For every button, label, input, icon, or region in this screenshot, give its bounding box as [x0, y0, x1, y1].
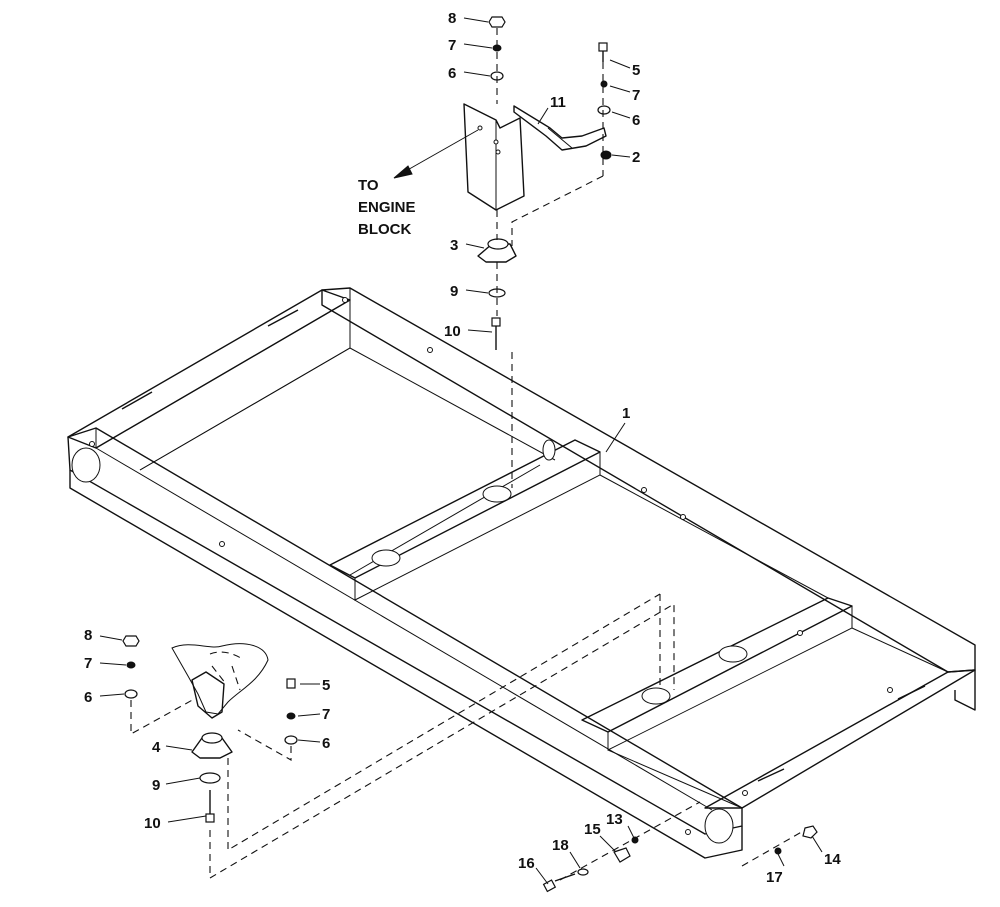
- washer-icon: [124, 689, 138, 699]
- note-line: BLOCK: [358, 221, 411, 238]
- callout-8: 8: [84, 627, 92, 644]
- nut-icon: [122, 635, 140, 647]
- callout-13: 13: [606, 811, 623, 828]
- strap-bracket: [513, 105, 607, 151]
- frame-end-member: [67, 289, 351, 449]
- note-line: TO: [358, 177, 379, 194]
- callout-5: 5: [322, 677, 330, 694]
- frame-end-member: [704, 669, 976, 809]
- callout-1: 1: [622, 405, 630, 422]
- callout-labels: 8 7 6 5 7 6 2 11 3 9 10 1 8 7 6 4 9 10 5…: [84, 10, 841, 886]
- callout-6: 6: [322, 735, 330, 752]
- upper-engine-mount: [393, 16, 612, 488]
- callout-18: 18: [552, 837, 569, 854]
- nut-icon: [802, 825, 818, 839]
- rail-end-hole: [71, 447, 101, 483]
- callout-8: 8: [448, 10, 456, 27]
- callout-6: 6: [84, 689, 92, 706]
- callout-16: 16: [518, 855, 535, 872]
- lockwasher-icon: [126, 661, 136, 669]
- callout-6: 6: [632, 112, 640, 129]
- note-line: ENGINE: [358, 199, 416, 216]
- engine-bracket: [463, 103, 525, 211]
- callout-7: 7: [448, 37, 456, 54]
- callout-14: 14: [824, 851, 841, 868]
- frame-back-rail: [321, 287, 976, 673]
- callout-3: 3: [450, 237, 458, 254]
- callout-9: 9: [450, 283, 458, 300]
- washer-icon: [597, 105, 611, 115]
- callout-7: 7: [322, 706, 330, 723]
- side-hardware: [542, 801, 818, 893]
- callout-17: 17: [766, 869, 783, 886]
- engine-bracket: [191, 671, 225, 719]
- frame: [67, 287, 976, 859]
- leader-lines: [99, 17, 823, 885]
- callout-2: 2: [632, 149, 640, 166]
- callout-9: 9: [152, 777, 160, 794]
- bolt-head-icon: [598, 42, 608, 52]
- callout-7: 7: [632, 87, 640, 104]
- clamp-icon: [613, 847, 631, 863]
- callout-10: 10: [444, 323, 461, 340]
- lockwasher-icon: [600, 80, 608, 88]
- cross-member: [329, 439, 601, 579]
- lockwasher-icon: [286, 712, 296, 720]
- bolt-head-icon: [491, 317, 501, 327]
- bolt-head-icon: [205, 813, 215, 823]
- bolt-head-icon: [542, 879, 557, 893]
- rail-end-hole: [704, 808, 734, 844]
- lower-engine-mount: [122, 593, 675, 879]
- callout-6: 6: [448, 65, 456, 82]
- bolt-head-icon: [286, 678, 296, 689]
- callout-4: 4: [152, 739, 161, 756]
- nut-icon: [488, 16, 506, 28]
- callout-15: 15: [584, 821, 601, 838]
- callout-11: 11: [550, 94, 566, 111]
- engine-block-note: TO ENGINE BLOCK: [358, 177, 416, 238]
- callout-10: 10: [144, 815, 161, 832]
- washer-icon: [199, 772, 221, 784]
- cross-member: [581, 597, 853, 733]
- callout-7: 7: [84, 655, 92, 672]
- frame-front-rail: [67, 427, 743, 835]
- arrow-icon: [393, 165, 413, 179]
- washer-icon: [284, 735, 298, 745]
- callout-5: 5: [632, 62, 640, 79]
